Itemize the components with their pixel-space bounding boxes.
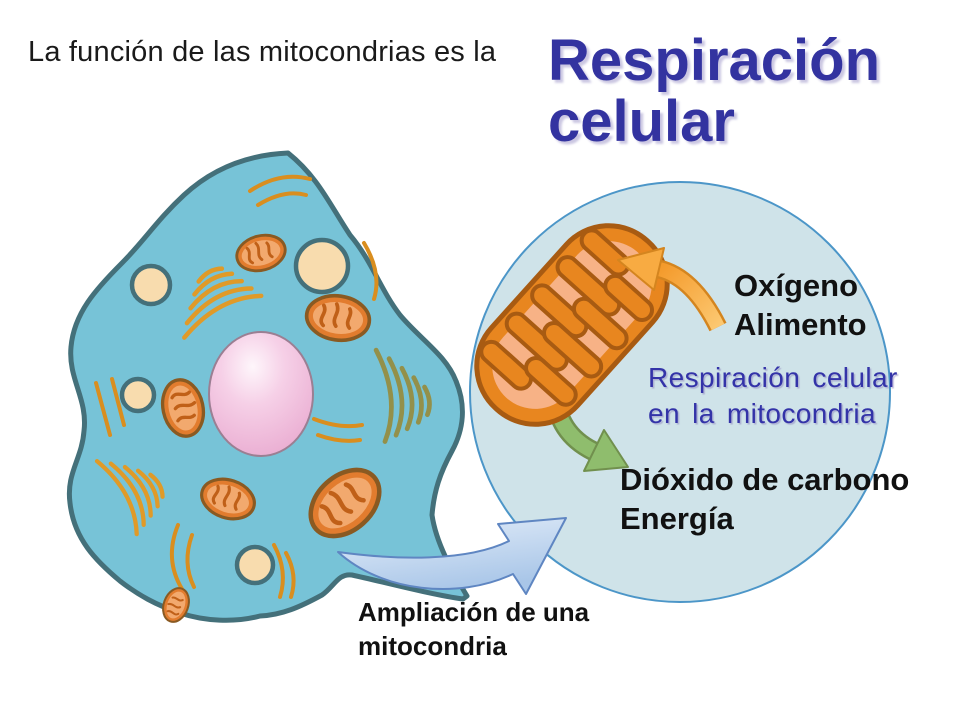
mitochondrion-zoom-figure [474,223,727,472]
nucleus [208,331,314,457]
inputs-label-line1: Oxígeno [734,268,859,303]
outputs-label-line2: Energía [620,501,734,537]
page-title-line1: Respiración [548,28,880,93]
process-label-line1: Respiración celular [648,362,898,393]
mitochondrion-large [474,223,670,427]
process-label: Respiración celular en la mitocondria [648,360,898,431]
outputs-label-line1: Dióxido de carbono [620,462,910,497]
animal-cell-figure [66,150,470,627]
er-curves [94,174,379,599]
input-arrow-icon [617,247,727,332]
outputs-label: Dióxido de carbono Energía [620,460,909,539]
lead-text: La función de las mitocondrias es la [28,36,497,68]
page-title-line2: celular [548,89,735,155]
page-title: Respiración celular [548,30,948,153]
zoom-arrow-icon [337,517,567,595]
process-label-line2: en la mitocondria [648,397,877,429]
zoom-caption: Ampliación de una mitocondria [358,596,589,664]
inputs-label: Oxígeno Alimento [734,266,867,344]
cristae [479,228,655,407]
inputs-label-line2: Alimento [734,307,867,343]
zoom-caption-line2: mitocondria [358,630,507,661]
vesicles [119,237,351,586]
zoom-caption-line1: Ampliación de una [358,597,590,627]
